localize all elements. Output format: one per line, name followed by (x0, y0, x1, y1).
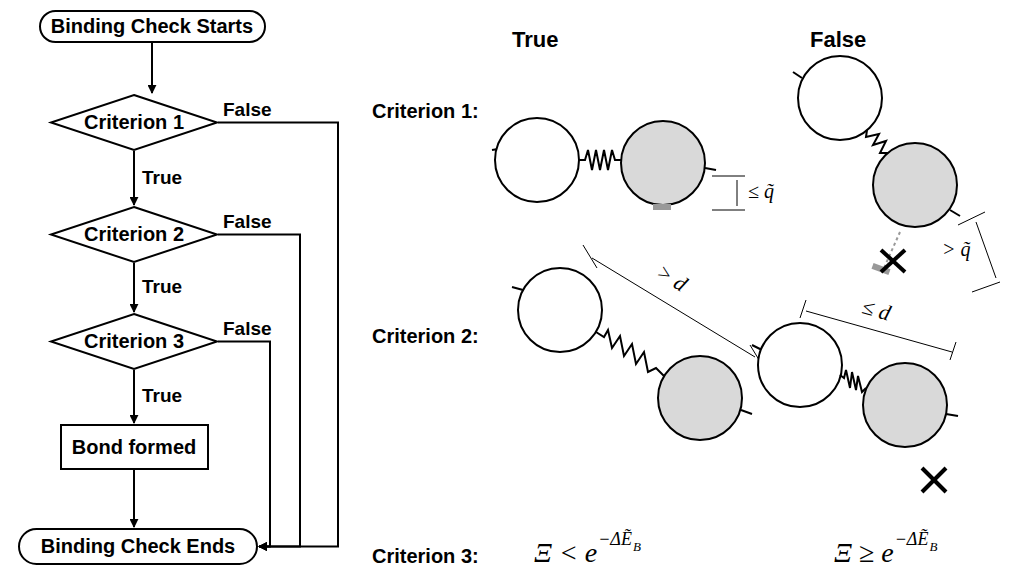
end-terminal: Binding Check Ends (18, 528, 258, 565)
decision-diamond: Criterion 1 (50, 94, 218, 151)
flow-arrow (133, 263, 135, 312)
edge-label: False (222, 212, 273, 233)
node-text: Criterion 2 (84, 223, 184, 246)
node-shape (51, 314, 217, 369)
node-shape (51, 95, 217, 150)
edge-label: False (222, 100, 273, 121)
edge-label: True (141, 386, 183, 407)
flow-arrow (133, 151, 135, 205)
node-text: Criterion 3 (84, 330, 184, 353)
flow-arrow (218, 123, 338, 547)
dimension-label: ≤ d (859, 295, 893, 326)
decision-diamond: Criterion 2 (50, 206, 218, 263)
edge-label: True (141, 168, 183, 189)
edge-label: False (222, 319, 273, 340)
formula-subscript: B (633, 540, 641, 554)
process-box: Bond formed (60, 424, 209, 470)
flow-arrow (218, 235, 300, 547)
node-text: Criterion 1 (84, 111, 184, 134)
edge-label: True (141, 277, 183, 298)
dimension-label: ≤ q̃ (748, 180, 774, 202)
start-terminal: Binding Check Starts (39, 10, 266, 43)
formula: Ξ ≥ e (834, 538, 894, 569)
criterion-label: Criterion 1: (372, 100, 479, 122)
node-shape (40, 11, 265, 42)
formula: Ξ < e (534, 538, 597, 569)
node-text: Binding Check Ends (41, 535, 235, 558)
column-header: True (512, 28, 558, 52)
node-shape (51, 207, 217, 262)
flow-arrow (151, 43, 153, 93)
dimension-label: > d (652, 260, 691, 297)
flow-arrow (218, 342, 270, 547)
node-shape (61, 425, 208, 469)
formula-subscript: B (929, 540, 937, 554)
flow-arrow (133, 470, 135, 527)
criterion-label: Criterion 2: (372, 325, 479, 347)
formula-exponent: −ΔẼ (895, 530, 929, 550)
dimension-label: > q̃ (942, 238, 971, 260)
decision-diamond: Criterion 3 (50, 313, 218, 370)
node-text: Binding Check Starts (51, 15, 253, 38)
node-text: Bond formed (72, 436, 196, 459)
formula-exponent: −ΔẼ (598, 530, 632, 550)
node-shape (19, 529, 257, 564)
flow-arrow (133, 370, 135, 423)
criterion-label: Criterion 3: (372, 545, 479, 567)
column-header: False (810, 28, 866, 52)
